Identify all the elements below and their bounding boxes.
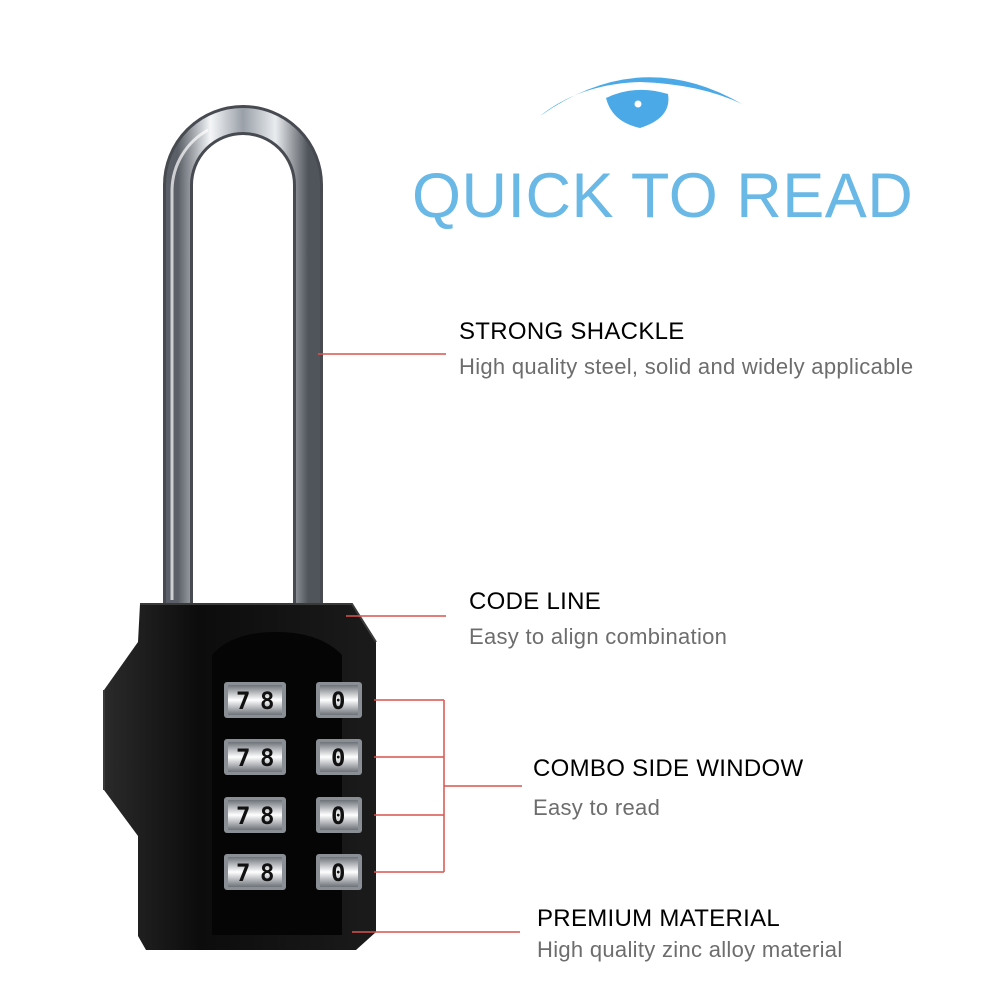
feature-title: CODE LINE <box>469 588 602 615</box>
dial-digit: 0 <box>331 802 345 830</box>
padlock-shackle <box>163 105 323 610</box>
feature-title: PREMIUM MATERIAL <box>537 905 781 932</box>
dial-digit: 7 <box>236 859 250 887</box>
feature-premium-material: PREMIUM MATERIAL High quality zinc alloy… <box>537 905 843 963</box>
dial-digit: 8 <box>260 859 274 887</box>
dial-digit: 7 <box>236 802 250 830</box>
dial-digit: 8 <box>260 744 274 772</box>
feature-code-line: CODE LINE Easy to align combination <box>469 588 727 650</box>
dial-digit: 0 <box>331 859 345 887</box>
feature-title: STRONG SHACKLE <box>459 318 685 345</box>
feature-description: High quality zinc alloy material <box>537 937 843 962</box>
feature-strong-shackle: STRONG SHACKLE High quality steel, solid… <box>459 318 913 380</box>
headline: QUICK TO READ <box>412 161 914 231</box>
feature-title: COMBO SIDE WINDOW <box>533 755 804 782</box>
callout-lines <box>318 353 522 933</box>
dial-digit: 0 <box>331 687 345 715</box>
dial-wheel-left <box>228 685 282 715</box>
eye-icon <box>540 77 742 128</box>
dial-digit: 8 <box>260 802 274 830</box>
dial-wheel-left <box>228 800 282 830</box>
feature-description: High quality steel, solid and widely app… <box>459 354 914 379</box>
dial-digit: 0 <box>331 744 345 772</box>
dial-wheel-right <box>320 857 358 887</box>
dial-digit: 7 <box>236 687 250 715</box>
dial-digit: 8 <box>260 687 274 715</box>
feature-description: Easy to align combination <box>469 624 728 649</box>
dial-wheel-left <box>228 857 282 887</box>
dial-wheel-right <box>320 800 358 830</box>
dial-wheel-left <box>228 742 282 772</box>
padlock-body <box>103 603 377 950</box>
dial-wheel-right <box>320 685 358 715</box>
feature-combo-side-window: COMBO SIDE WINDOW Easy to read <box>533 755 803 821</box>
dial-digit: 7 <box>236 744 250 772</box>
dial-wheel-right <box>320 742 358 772</box>
feature-description: Easy to read <box>533 795 661 820</box>
